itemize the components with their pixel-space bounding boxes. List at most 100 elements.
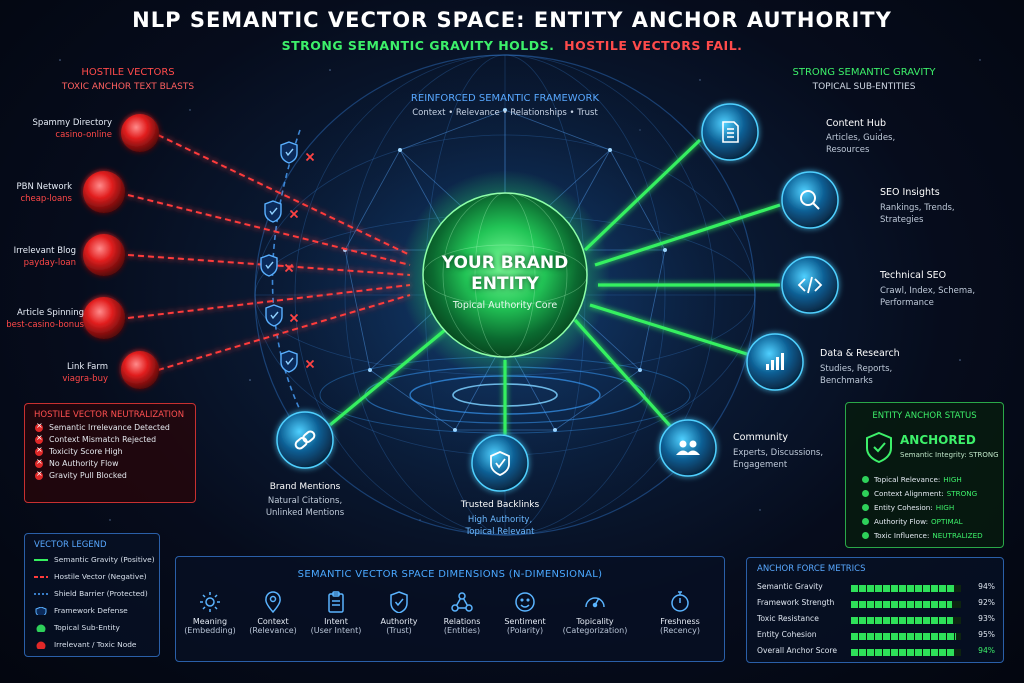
- hostile-node-anchor: best-casino-bonus: [6, 320, 84, 330]
- hostile-node-article-spinning[interactable]: [83, 297, 125, 339]
- x-circle-icon: [35, 433, 43, 444]
- hostile-node-anchor: casino-online: [55, 130, 112, 140]
- neutralization-item: Context Mismatch Rejected: [25, 432, 195, 444]
- node-trusted-backlinks[interactable]: [471, 434, 529, 492]
- framework-subtitle: Context • Relevance • Relationships • Tr…: [412, 108, 598, 118]
- subentity-desc: Crawl, Index, Schema,: [880, 286, 976, 296]
- hostile-node-link-farm[interactable]: [121, 351, 159, 389]
- metric-bar-fill: [851, 601, 953, 608]
- subentity-label: Content Hub: [826, 118, 886, 129]
- vector-legend: VECTOR LEGEND Semantic Gravity (Positive…: [24, 533, 160, 657]
- dimension-meaning: Meaning (Embedding): [176, 591, 244, 635]
- hostile-title: HOSTILE VECTORS: [81, 67, 175, 78]
- stopwatch-icon: [671, 591, 689, 612]
- subentity-label: SEO Insights: [880, 187, 940, 198]
- shield-icon: [265, 304, 283, 327]
- hostile-subtitle: TOXIC ANCHOR TEXT BLASTS: [61, 82, 195, 92]
- subentity-desc: Benchmarks: [820, 376, 873, 386]
- dimension-relations: Relations (Entities): [428, 591, 496, 635]
- magnifier-icon: [800, 190, 820, 210]
- close-icon: [284, 263, 294, 273]
- subtitle-green: STRONG SEMANTIC GRAVITY HOLDS.: [281, 38, 555, 53]
- shield-check-icon: [490, 451, 510, 476]
- check-dot-icon: [862, 504, 869, 511]
- subentity-desc: Engagement: [733, 460, 788, 470]
- hostile-node-pbn-network[interactable]: [83, 171, 125, 213]
- hostile-node-label: PBN Network: [16, 182, 72, 192]
- hostile-node-spammy-directory[interactable]: [121, 114, 159, 152]
- dimension-intent: Intent (User Intent): [302, 591, 370, 635]
- check-dot-icon: [862, 532, 869, 539]
- anchor-metrics-panel: ANCHOR FORCE METRICS Semantic Gravity 94…: [746, 557, 1004, 663]
- dimension-context: Context (Relevance): [239, 591, 307, 635]
- shield-check-icon: [866, 431, 892, 463]
- subtitle-red: HOSTILE VECTORS FAIL.: [564, 38, 743, 53]
- bar-chart-icon: [766, 353, 784, 370]
- integrity-note: Semantic Integrity: STRONG: [900, 451, 999, 459]
- sub-entity-nodes: [276, 103, 839, 492]
- close-icon: [305, 152, 315, 162]
- core-mesh: [422, 192, 588, 358]
- blocked-x-marks: [284, 152, 315, 369]
- node-content-hub[interactable]: [701, 103, 759, 161]
- subentity-label: Data & Research: [820, 348, 900, 359]
- anchor-state: ANCHORED: [900, 433, 976, 447]
- panel-title: VECTOR LEGEND: [34, 540, 107, 550]
- node-data-research[interactable]: [746, 333, 804, 391]
- bottom-node-label: Brand Mentions: [269, 482, 341, 492]
- panel-title: ENTITY ANCHOR STATUS: [872, 411, 977, 421]
- subentity-desc: Performance: [880, 298, 934, 308]
- red-line-swatch: [34, 575, 48, 578]
- hostile-node-anchor: viagra-buy: [62, 374, 108, 384]
- subentity-desc: Articles, Guides,: [826, 133, 896, 143]
- status-item: Toxic Influence:NEUTRALIZED: [862, 531, 983, 540]
- metric-bar-fill: [851, 617, 954, 624]
- status-item: Entity Cohesion:HIGH: [862, 503, 954, 512]
- gauge-icon: [585, 597, 605, 608]
- status-item: Authority Flow:OPTIMAL: [862, 517, 963, 526]
- node-community[interactable]: [659, 419, 717, 477]
- x-circle-icon: [35, 469, 43, 480]
- framework-shields: [260, 141, 298, 373]
- gravity-subtitle: TOPICAL SUB-ENTITIES: [812, 82, 916, 92]
- shield-icon: [280, 350, 298, 373]
- hostile-node-irrelevant-blog[interactable]: [83, 234, 125, 276]
- core-subtitle: Topical Authority Core: [452, 300, 558, 311]
- shield-icon: [280, 141, 298, 164]
- node-brand-mentions[interactable]: [276, 411, 334, 469]
- network-icon: [451, 592, 473, 612]
- legend-item: Shield Barrier (Protected): [25, 584, 159, 601]
- metric-row: Toxic Resistance 93%: [757, 614, 995, 624]
- subentity-desc: Rankings, Trends,: [880, 203, 955, 213]
- x-circle-icon: [35, 445, 43, 456]
- x-circle-icon: [35, 457, 43, 468]
- neutralization-item: Gravity Pull Blocked: [25, 468, 195, 480]
- brand-entity-core[interactable]: [422, 192, 588, 358]
- hostile-node-anchor: cheap-loans: [20, 194, 72, 204]
- metric-row: Entity Cohesion 95%: [757, 630, 995, 640]
- dimension-topicality: Topicality (Categorization): [561, 591, 629, 635]
- subentity-desc: Resources: [826, 145, 870, 155]
- close-icon: [289, 313, 299, 323]
- people-icon: [676, 440, 700, 455]
- metric-row: Overall Anchor Score 94%: [757, 646, 995, 656]
- metric-bar-fill: [851, 649, 955, 656]
- panel-title: HOSTILE VECTOR NEUTRALIZATION: [34, 410, 185, 420]
- metric-bar: [851, 649, 961, 656]
- page-title: NLP SEMANTIC VECTOR SPACE: ENTITY ANCHOR…: [132, 8, 892, 32]
- hostile-node-label: Irrelevant Blog: [13, 246, 76, 256]
- check-dot-icon: [862, 518, 869, 525]
- node-seo-insights[interactable]: [781, 171, 839, 229]
- close-icon: [289, 209, 299, 219]
- sun-icon: [200, 592, 220, 612]
- legend-item: Semantic Gravity (Positive): [25, 550, 159, 567]
- framework-title: REINFORCED SEMANTIC FRAMEWORK: [410, 93, 600, 104]
- node-technical-seo[interactable]: [781, 256, 839, 314]
- bottom-node-desc: Natural Citations,: [267, 496, 343, 506]
- metric-row: Semantic Gravity 94%: [757, 582, 995, 592]
- bottom-node-desc: High Authority,: [467, 515, 533, 525]
- metric-bar: [851, 633, 961, 640]
- dimension-sentiment: Sentiment (Polarity): [491, 591, 559, 635]
- subentity-desc: Strategies: [880, 215, 924, 225]
